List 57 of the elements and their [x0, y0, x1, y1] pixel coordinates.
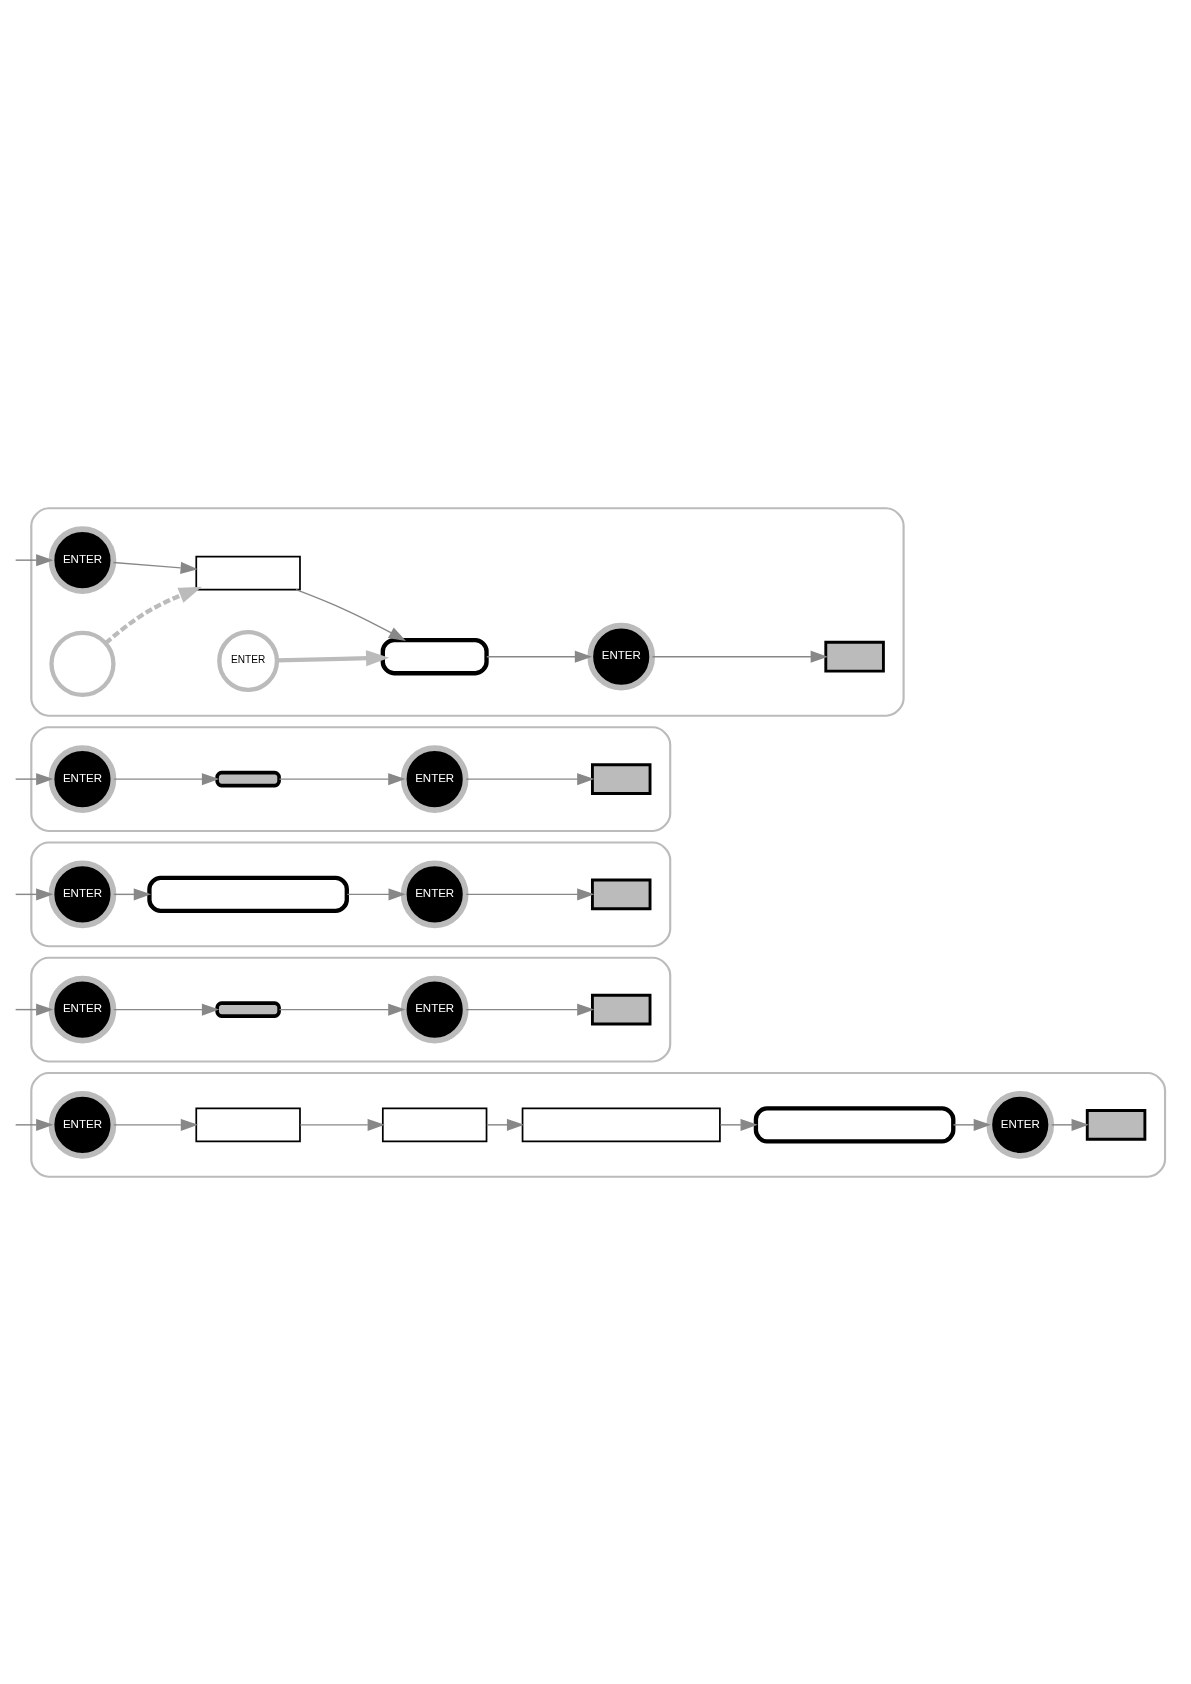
arrow — [104, 586, 202, 645]
node-box — [590, 993, 652, 1025]
node-box — [195, 555, 301, 591]
arrow — [278, 1003, 406, 1016]
arrow — [14, 772, 54, 785]
arrow — [277, 649, 390, 666]
node-circle: ENTER — [986, 1090, 1055, 1159]
arrow — [299, 1118, 385, 1131]
node-circle: ENTER — [400, 744, 469, 813]
node-box — [147, 875, 349, 913]
node-circle: ENTER — [48, 860, 117, 928]
node-circle: ENTER — [48, 1090, 117, 1159]
node-circle: ENTER — [48, 744, 117, 813]
arrow — [651, 650, 828, 663]
arrow — [465, 772, 595, 785]
arrow — [1050, 1118, 1089, 1131]
arrow — [486, 1118, 525, 1131]
cluster — [30, 1071, 1167, 1178]
node-circle: ENTER — [217, 629, 280, 692]
arrow — [465, 1003, 595, 1016]
node-box — [824, 640, 885, 672]
node-box — [195, 1106, 301, 1142]
arrow — [278, 772, 406, 785]
node-circle: ENTER — [587, 622, 656, 690]
node-box — [590, 762, 652, 795]
node-circle: ENTER — [48, 525, 117, 594]
arrow — [346, 887, 406, 900]
arrow — [113, 887, 152, 900]
arrow — [14, 553, 54, 566]
node-bar — [215, 770, 281, 787]
arrow — [486, 650, 593, 663]
node-circle: ENTER — [48, 975, 117, 1043]
node-box — [590, 878, 652, 910]
cluster — [30, 725, 672, 832]
node-circle — [49, 630, 116, 697]
node-box — [521, 1106, 721, 1142]
node-box — [381, 1106, 488, 1142]
node-box — [753, 1105, 956, 1144]
cluster — [30, 840, 672, 947]
cluster — [30, 506, 905, 717]
node-circle: ENTER — [400, 975, 469, 1043]
arrow — [14, 1003, 54, 1016]
arrow — [465, 887, 595, 900]
arrow — [952, 1118, 991, 1131]
arrow — [113, 1003, 220, 1016]
arrow — [295, 588, 406, 641]
node-circle: ENTER — [400, 860, 469, 928]
arrow — [113, 772, 220, 785]
arrow — [719, 1118, 758, 1131]
cluster — [30, 956, 672, 1063]
arrow — [112, 561, 198, 574]
arrow — [113, 1118, 199, 1131]
node-box — [380, 637, 489, 675]
node-box — [1085, 1108, 1147, 1141]
node-bar — [215, 1000, 281, 1018]
arrow — [14, 1118, 54, 1131]
arrow — [14, 887, 54, 900]
